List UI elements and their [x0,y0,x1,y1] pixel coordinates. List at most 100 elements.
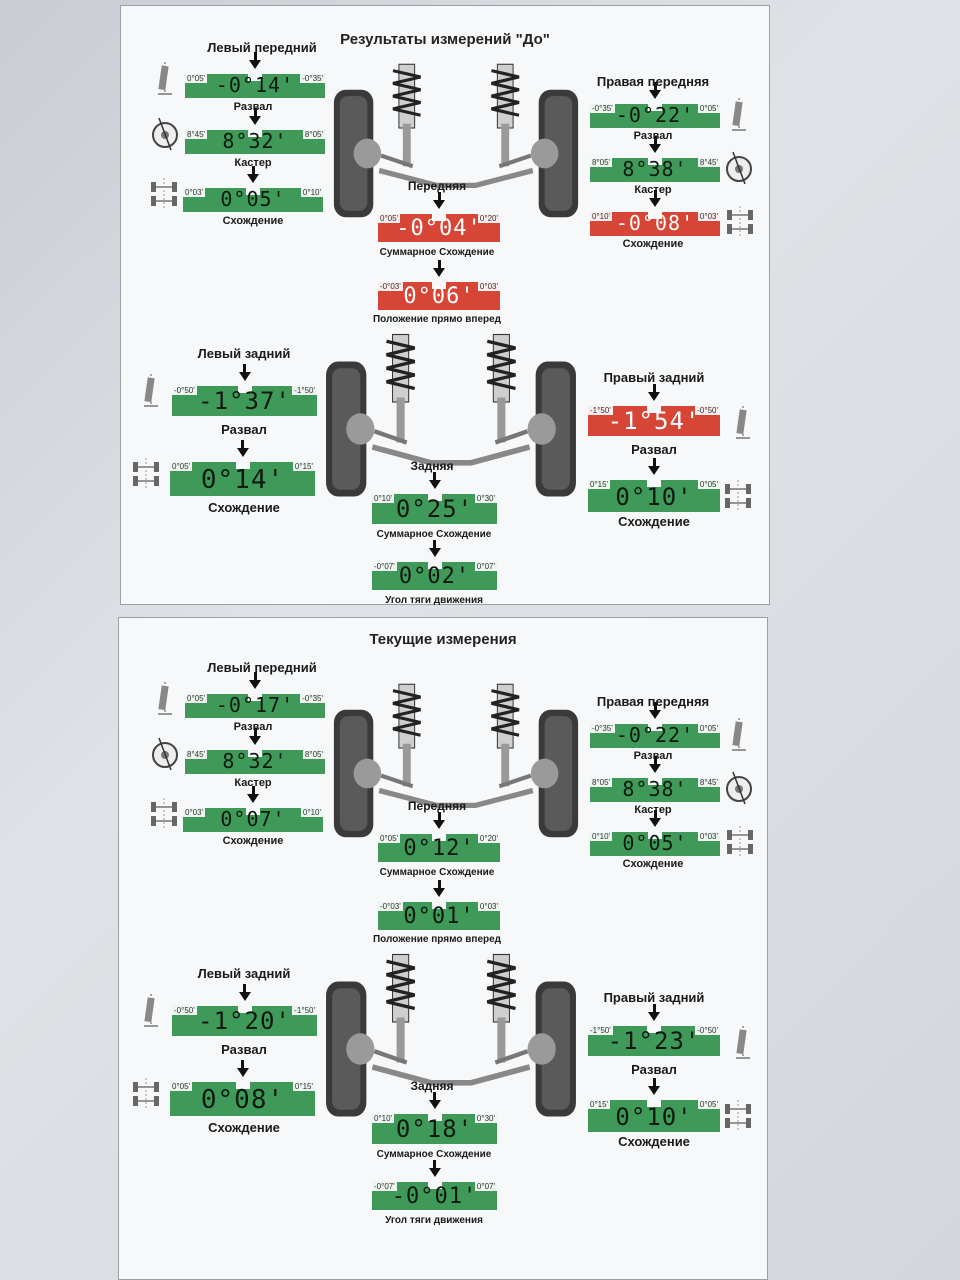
tolerance-min: -0°35' [590,104,615,113]
pointer-arrow-stem [437,192,441,201]
tolerance-max: 0°15' [292,462,315,471]
tolerance-max: 0°05' [697,104,720,113]
measured-value: 0°14' [200,465,285,495]
right-front-camber-label: Развал [634,130,673,142]
tolerance-max: 0°07' [474,1182,497,1191]
tolerance-max: 0°15' [292,1082,315,1091]
measured-value: 0°05' [220,187,286,211]
pointer-arrow-stem [253,672,257,681]
tolerance-max: 8°45' [697,158,720,167]
wheel-icon [530,89,579,218]
tolerance-min: 0°05' [378,214,401,223]
suspension-strut-icon [491,63,520,167]
rear-total-toe-gauge: 0°10'0°30'0°25' [372,472,497,524]
suspension-strut-icon [486,953,516,1063]
pointer-arrow-stem [433,1160,436,1169]
tolerance-max: 0°03' [697,212,720,221]
pointer-arrow-icon [648,466,660,475]
tolerance-min: 0°05' [185,74,208,83]
left-front-toe-label: Схождение [222,215,284,227]
camber-icon [142,372,160,413]
tolerance-max: 0°05' [697,480,720,489]
rear-axle-diagram [320,950,582,1130]
pointer-arrow-icon [236,448,249,457]
wheel-icon [530,709,579,838]
right-front-toe-gauge: 0°10'0°03'0°05' [590,810,720,856]
caster-icon [148,736,182,775]
left-front-toe-label: Схождение [222,835,284,847]
toe-icon [130,456,162,495]
measured-value: -1°23' [607,1027,701,1055]
right-rear-toe-label: Схождение [618,1134,690,1149]
pointer-arrow-icon [649,144,661,153]
gauge-notch [432,902,446,909]
pointer-arrow-icon [433,200,445,209]
tolerance-min: 0°05' [170,462,193,471]
gauge-notch [248,694,262,701]
straight-ahead-label: Положение прямо вперед [372,314,502,325]
pointer-arrow-stem [653,82,657,91]
measured-value: -0°04' [396,216,482,241]
measured-value: 0°10' [615,1103,693,1131]
suspension-strut-icon [486,333,516,443]
pointer-arrow-icon [249,680,261,689]
left-rear-title: Левый задний [197,966,291,981]
pointer-arrow-icon [247,174,259,183]
tolerance-min: -0°07' [372,562,397,571]
pointer-arrow-stem [652,1078,656,1087]
camber-icon [734,404,752,445]
camber-icon [156,680,174,721]
tolerance-max: -0°35' [300,694,325,703]
wheel-icon [333,89,382,218]
straight-ahead-gauge: -0°03'0°03'0°06' [378,260,500,310]
pointer-arrow-stem [652,384,656,393]
pointer-arrow-icon [648,1012,660,1021]
left-front-caster-label: Кастер [234,777,272,789]
pointer-arrow-icon [249,60,261,69]
measured-value: -0°08' [615,211,695,235]
tolerance-max: 0°03' [697,832,720,841]
measured-value: 0°07' [220,807,286,831]
right-rear-title: Правый задний [603,370,705,385]
pointer-arrow-stem [253,108,257,117]
gauge-notch [246,808,260,815]
gauge-notch [647,406,661,413]
right-front-camber-gauge: -0°35'0°05'-0°22' [590,82,720,128]
tolerance-max: 0°07' [474,562,497,571]
tolerance-max: -1°50' [292,386,317,395]
suspension-strut-icon [392,63,421,167]
right-rear-camber-label: Развал [631,1062,677,1077]
left-front-toe-gauge: 0°03'0°10'0°07' [183,786,323,832]
pointer-arrow-icon [649,818,661,827]
pointer-arrow-stem [251,786,255,795]
right-rear-toe-gauge: 0°15'0°05'0°10' [588,458,720,512]
left-rear-toe-gauge: 0°05'0°15'0°08' [170,1060,315,1116]
gauge-notch [432,834,446,841]
tolerance-max: -0°35' [300,74,325,83]
pointer-arrow-icon [428,1100,441,1109]
gauge-notch [647,480,661,487]
tolerance-min: -0°50' [172,386,197,395]
left-rear-title: Левый задний [197,346,291,361]
rear-axle-label: Задняя [410,1079,454,1093]
gauge-notch [647,1100,661,1107]
tolerance-min: 0°15' [588,1100,611,1109]
gauge-notch [648,212,662,219]
pointer-arrow-stem [241,440,244,449]
pointer-arrow-icon [428,548,441,557]
suspension-strut-icon [392,683,421,787]
gauge-notch [248,130,262,137]
thrust-angle-gauge: -0°07'0°07'0°02' [372,540,497,590]
left-front-caster-gauge: 8°45'8°05'8°32' [185,108,325,154]
tolerance-max: 0°20' [477,834,500,843]
measured-value: 8°38' [622,157,688,181]
left-rear-toe-label: Схождение [208,500,280,515]
measured-value: 8°38' [622,777,688,801]
suspension-strut-icon [491,683,520,787]
left-front-camber-label: Развал [233,721,273,733]
tolerance-min: 0°03' [183,808,206,817]
left-front-toe-gauge: 0°03'0°10'0°05' [183,166,323,212]
wheel-icon [527,981,576,1117]
thrust-angle-gauge: -0°07'0°07'-0°01' [372,1160,497,1210]
pointer-arrow-icon [649,198,661,207]
